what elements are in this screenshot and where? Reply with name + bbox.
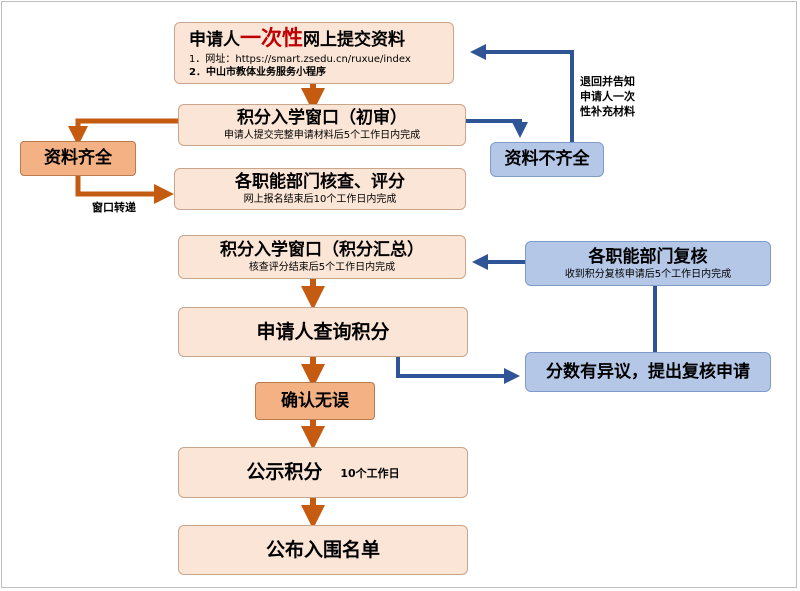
arrow-query-to-objection (396, 357, 520, 384)
objection-title: 分数有异议，提出复核申请 (546, 361, 750, 382)
box-objection: 分数有异议，提出复核申请 (525, 352, 771, 392)
materials-complete-title: 资料齐全 (44, 148, 112, 168)
submit-title-highlight: 一次性 (240, 25, 303, 50)
publicize-title: 公示积分 (246, 461, 323, 483)
materials-incomplete-title: 资料不齐全 (504, 149, 590, 169)
query-points-title: 申请人查询积分 (256, 320, 390, 343)
box-query-points: 申请人查询积分 (178, 307, 468, 357)
box-dept-check: 各职能部门核查、评分 网上报名结束后10个工作日内完成 (174, 168, 466, 210)
box-publish-list: 公布入围名单 (178, 525, 468, 575)
dept-recheck-title: 各职能部门复核 (588, 246, 708, 267)
box-publicize-points: 公示积分 10个工作日 (178, 447, 468, 498)
dept-check-title: 各职能部门核查、评分 (235, 172, 405, 192)
dept-check-subtitle: 网上报名结束后10个工作日内完成 (243, 194, 397, 205)
submit-miniprogram-line: 2．中山市教体业务服务小程序 (189, 66, 326, 78)
note-return-line-1: 退回并告知 (580, 75, 635, 88)
points-summary-subtitle: 核查评分结束后5个工作日内完成 (248, 262, 396, 273)
box-initial-review: 积分入学窗口（初审） 申请人提交完整申请材料后5个工作日内完成 (178, 104, 466, 146)
box-materials-incomplete: 资料不齐全 (490, 142, 604, 177)
note-return-line-3: 性补充材料 (580, 105, 635, 118)
initial-review-title: 积分入学窗口（初审） (237, 108, 407, 128)
points-summary-title: 积分入学窗口（积分汇总） (220, 240, 424, 260)
confirm-title: 确认无误 (281, 390, 349, 411)
arrow-complete-to-dept-check (75, 176, 174, 204)
initial-review-subtitle: 申请人提交完整申请材料后5个工作日内完成 (223, 130, 421, 141)
note-return-line-2: 申请人一次 (580, 90, 635, 103)
publicize-duration: 10个工作日 (340, 466, 400, 480)
box-confirm: 确认无误 (255, 382, 375, 420)
box-submit-online: 申请人一次性网上提交资料 1．网址：https://smart.zsedu.cn… (174, 22, 454, 84)
publish-title: 公布入围名单 (265, 538, 380, 561)
arrow-initial-to-complete (68, 118, 178, 146)
box-materials-complete: 资料齐全 (20, 141, 136, 176)
note-return-notify: 退回并告知 申请人一次 性补充材料 (580, 74, 635, 119)
arrow-incomplete-to-submit (470, 44, 574, 142)
submit-title-after: 网上提交资料 (303, 29, 405, 50)
dept-recheck-subtitle: 收到积分复核申请后5个工作日内完成 (564, 268, 732, 280)
submit-title: 申请人一次性网上提交资料 (189, 25, 405, 51)
box-dept-recheck: 各职能部门复核 收到积分复核申请后5个工作日内完成 (525, 241, 771, 286)
arrow-initial-to-incomplete (466, 119, 528, 138)
submit-website-line: 1．网址：https://smart.zsedu.cn/ruxue/index (189, 53, 411, 65)
submit-title-before: 申请人 (189, 29, 240, 50)
box-points-summary: 积分入学窗口（积分汇总） 核查评分结束后5个工作日内完成 (178, 235, 466, 279)
note-window-transfer: 窗口转递 (92, 201, 136, 214)
